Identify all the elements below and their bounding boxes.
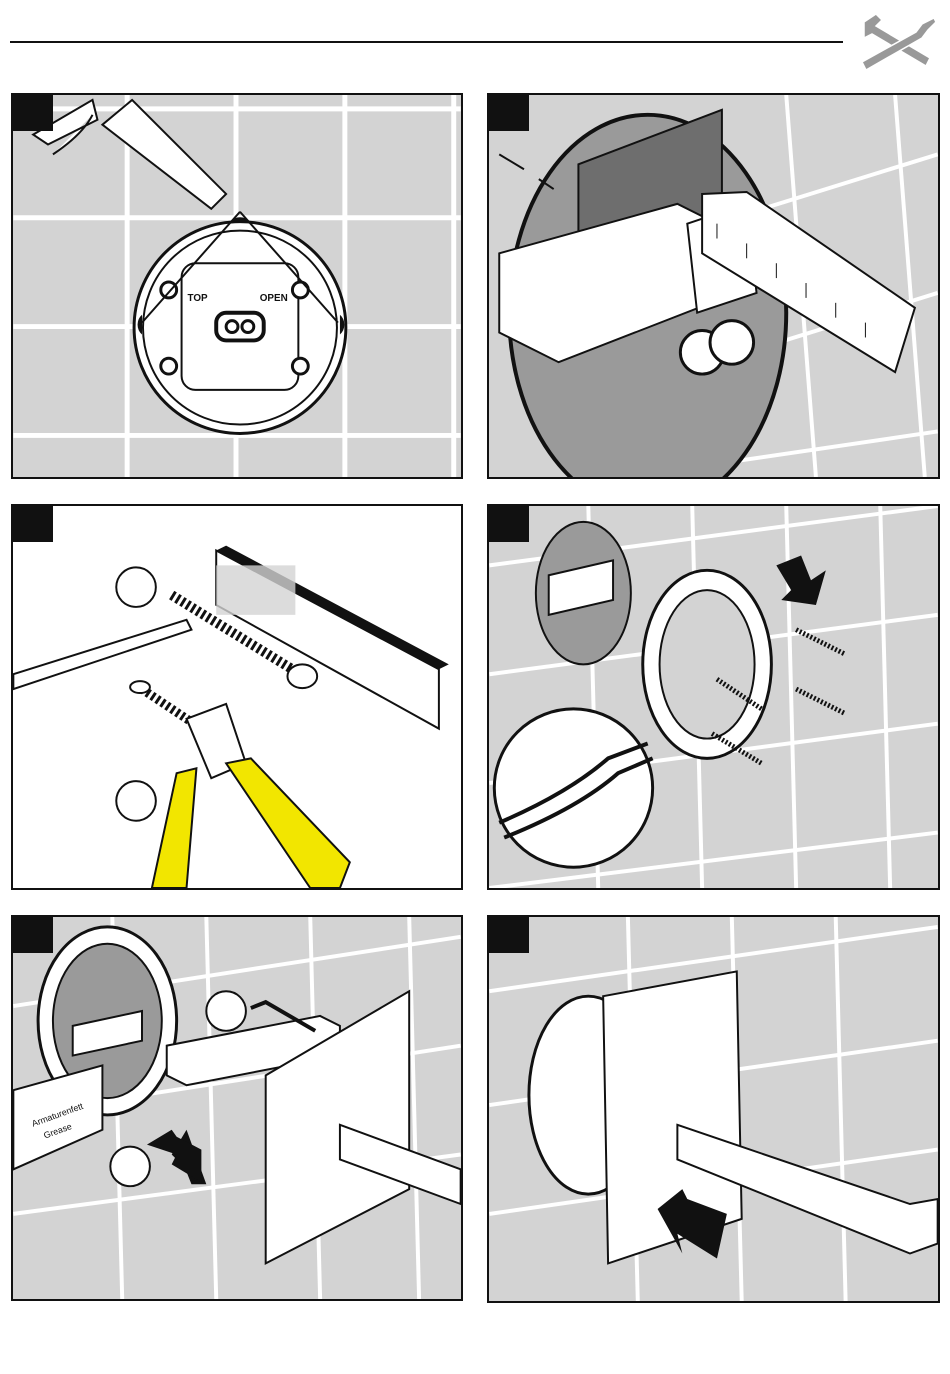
- step-number-badge: [13, 506, 53, 542]
- wrench-screwdriver-icon: [861, 13, 937, 72]
- step-4-panel: [487, 504, 940, 890]
- step-number-badge: [13, 95, 53, 131]
- step-5-panel: Armaturenfett Grease: [11, 915, 463, 1301]
- callout-circle: [115, 566, 157, 608]
- callout-circle: [205, 990, 247, 1032]
- step-6-panel: [487, 915, 940, 1303]
- header-rule: [10, 41, 843, 43]
- cut-screws-illustration: [13, 545, 449, 888]
- step-number-badge: [13, 917, 53, 953]
- step-1-panel: TOP OPEN: [11, 93, 463, 479]
- open-label: OPEN: [260, 293, 288, 304]
- step-number-badge: [489, 95, 529, 131]
- step-3-panel: [11, 504, 463, 890]
- step-number-badge: [489, 917, 529, 953]
- install-extension-illustration: Armaturenfett Grease: [13, 917, 461, 1299]
- measure-depth-illustration: [498, 95, 938, 477]
- caulk-gun-illustration: TOP OPEN: [13, 95, 461, 477]
- slide-on-cover-illustration: [489, 917, 938, 1301]
- step-2-panel: [487, 93, 940, 479]
- top-label: TOP: [188, 293, 209, 304]
- callout-circle: [115, 780, 157, 822]
- callout-circle: [109, 1145, 151, 1188]
- mount-ring-illustration: [489, 506, 938, 888]
- step-number-badge: [489, 506, 529, 542]
